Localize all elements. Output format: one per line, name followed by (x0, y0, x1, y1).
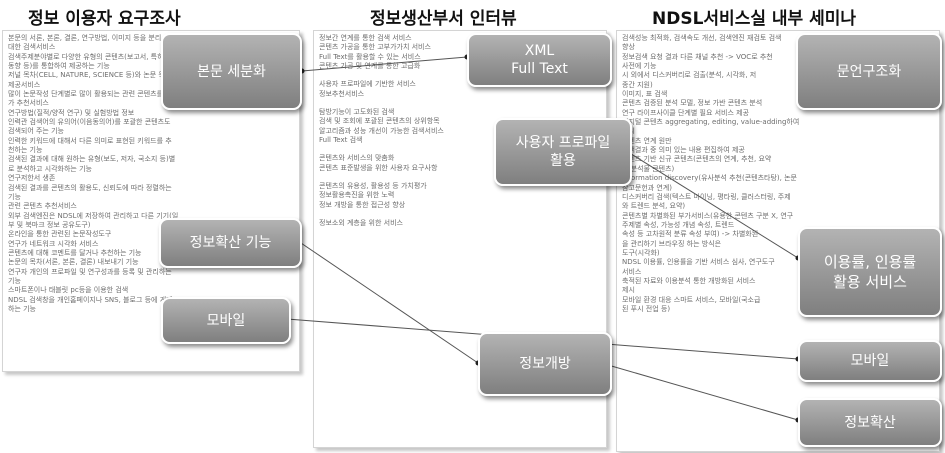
info-diffusion-box: 정보확산 (798, 398, 942, 447)
title-user-survey: 정보 이용자 요구조사 (28, 9, 181, 29)
user-profile-box: 사용자 프로파일 활용 (494, 118, 632, 186)
text-line: 제시 (622, 286, 635, 295)
text-line: 콘텐츠 표준발생을 위한 사용자 요구사항 (319, 163, 438, 172)
text-line: 콘텐츠 기반 신규 콘텐츠(콘텐츠의 연계, 추천, 요약 (622, 155, 772, 164)
text-line: 주제별 속성, 가능성 개념 속성, 트렌드 (622, 220, 735, 229)
text-line: 검색주제분야별로 다양한 유형의 콘텐츠(보고서, 특허, (8, 52, 166, 61)
text-line: Full Text 검색 (319, 136, 363, 145)
text-line: 모바일 환경 대응 스마트 서비스, 모바일(국소급 (622, 295, 761, 304)
text-line: 종간 지원) (622, 80, 653, 89)
text-line: 인력한 키워드에 대해서 다른 의미로 표현된 키워드를 추 (8, 136, 172, 145)
text-line: 관련 콘텐츠 추천서비스 (8, 202, 77, 211)
text-line: 와 트렌드 분석, 요약) (622, 202, 686, 211)
text-line: 을 관리하기 브라우징 하는 방식은 (622, 239, 722, 248)
text-line: 부 및 북마크 정보 공유도구) (8, 220, 91, 229)
text-line: 콘텐츠 연계 원만 (622, 136, 672, 145)
text-line: NDSL 검색창을 개인홈페이지나 SNS, 블로그 등에 게재 (8, 295, 173, 304)
link-body-to-xml (301, 56, 468, 72)
text-line: 이미지, 표 검색 (622, 90, 668, 99)
text-line: 검색되어 주는 기능 (8, 127, 64, 136)
text-line: 시 외에서 디스커버리로 검출(분석, 시각화, 저 (622, 71, 757, 80)
text-line: 스마트폰이나 태블릿 pc등을 이용한 검색 (8, 286, 129, 295)
text-line: 검색된 결과를 콘텐츠의 활용도, 신뢰도에 따라 정렬하는 (8, 183, 172, 192)
text-line: 연구 라이프사이클 단계별 필요 서비스 제공 (622, 108, 750, 117)
mobile-box-right: 모바일 (798, 340, 942, 382)
text-line: 연구자 개인의 프로파일 및 연구성과를 등록 및 관리하는 (8, 267, 172, 276)
text-line: 된 푸시 전업 등) (622, 304, 671, 313)
text-line: 정보소외 계층을 위한 서비스 (319, 219, 403, 228)
text-line: 온라인을 통한 관련된 논문작성도구 (8, 230, 112, 239)
text-line: 참고문헌과 연계) (622, 183, 673, 192)
text-line: 외부 검색엔진은 NDSL에 저장하여 관리하고 다른 기기(일 (8, 211, 179, 220)
text-line: 연구저한서 생존 (8, 174, 56, 183)
usage-citation-service-box: 이용률, 인용률 활용 서비스 (798, 227, 942, 317)
text-line: 논문의 목차(서론, 본론, 결론) 내보내기 기능 (8, 258, 139, 267)
text-line: 사용자 프로파일에 기반한 서비스 (319, 80, 416, 89)
text-line: 콘텐츠별 차별화된 부가서비스(유용한 콘텐츠 구분 X, 연구 (622, 211, 794, 220)
text-line: 가 추천서비스 (8, 99, 49, 108)
text-line: 콘텐츠 가공 및 연계를 통한 고급화 (319, 62, 421, 71)
text-line: 로 분석하고 시각화하는 기능 (8, 164, 92, 173)
text-line: 정보검색 요청 결과 다른 채널 추천 -> VOC로 추천 (622, 52, 773, 61)
mobile-box-left: 모바일 (161, 297, 291, 344)
xml-full-text-box: XML Full Text (467, 33, 612, 87)
text-line: 인력관 검색어의 유의어(이음동의어)를 포괄한 콘텐츠도 (8, 118, 171, 127)
text-line: 속성 등 고차원적 분류 속성 부여) -> 차별화된 (622, 230, 759, 239)
doc-structuring-box: 문언구조화 (796, 33, 942, 110)
text-line: 동향 등)를 통합하여 제공하는 기능 (8, 62, 110, 71)
text-line: 정보 개방을 통한 접근성 향상 (319, 200, 406, 209)
text-line: Full Text를 활용할 수 있는 서비스 (319, 52, 421, 61)
open-information-box: 정보개방 (478, 332, 612, 396)
text-line: 대한 검색서비스 (8, 43, 56, 52)
text-line: 검색결과 중 의미 있는 내용 편집하여 제공 (622, 146, 745, 155)
text-line: 디스커버리 검색(텍스트 마이닝, 평타링, 클러스터링, 주제 (622, 192, 791, 201)
text-line: 하는 기능 (8, 304, 36, 313)
link-diffusion-function-to-open (297, 240, 479, 364)
text-line: 기능 (8, 192, 21, 201)
text-line: 탐방기능이 고도화된 검색 (319, 108, 395, 117)
text-line: 기능 (8, 276, 21, 285)
text-line: 도구(시각화) (622, 248, 660, 257)
title-producer-interview: 정보생산부서 인터뷰 (370, 9, 517, 29)
text-line: 콘텐츠 검증된 분석 모델, 정보 가반 콘텐츠 분석 (622, 99, 763, 108)
text-line: 검색된 결과에 대해 원하는 유형(보도, 저자, 국소지 등)별 (8, 155, 176, 164)
text-line: 콘텐츠에 대해 코멘트를 달거나 추천하는 기능 (8, 248, 142, 257)
link-open-to-diffusion (607, 364, 799, 421)
text-line: 콘텐츠와 서비스의 맞춤화 (319, 154, 395, 163)
text-line: 저널 목차(CELL, NATURE, SCIENCE 등)와 논문 목록 (8, 71, 172, 80)
text-line: Information discovery(유사분석 추천(콘텐츠타탕), 논문 (622, 174, 797, 183)
text-line: 연구방법(질적/양적 연구) 및 실험방법 정보 (8, 108, 135, 117)
text-line: 본문의 서론, 본론, 결론, 연구방법, 이미지 등을 분리 (8, 34, 162, 42)
text-line: 정보간 연계를 통한 검색 서비스 (319, 34, 412, 42)
text-line: 및 분석물 콘텐츠) (622, 164, 675, 173)
text-line: 천하는 기능 (8, 146, 43, 155)
title-internal-seminar: NDSL서비스실 내부 세미나 (652, 9, 857, 29)
text-line: 제공서비스 (8, 80, 41, 89)
body-segmentation-box: 본문 세분화 (161, 33, 302, 110)
text-line: 알고리즘과 성능 개선이 가능한 검색서비스 (319, 126, 444, 135)
text-line: 많이 논문작성 단계별로 많이 활용되는 관련 콘텐츠를 (8, 90, 164, 99)
text-line: 콘텐츠의 유용성, 활용성 등 가치평가 (319, 182, 427, 191)
text-line: 정보활용촉진을 위한 노력 (319, 191, 395, 200)
text-line: 연구가 네트워크 시각화 서비스 (8, 239, 99, 248)
text-line: 검색성능 최적화, 검색속도 개선, 검색엔진 재검토 검색 (622, 34, 782, 42)
text-line: 콘텐츠 가공을 통한 고부가가치 서비스 (319, 43, 431, 52)
text-line: 향상 (622, 43, 635, 52)
text-line: 축적된 자료와 이용분석 통한 개방화된 서비스 (622, 276, 756, 285)
info-diffusion-function-box: 정보확산 기능 (159, 218, 302, 268)
link-profile-to-usage (627, 151, 799, 259)
text-line: 정보추천서비스 (319, 89, 365, 98)
text-line: 검색 및 조회에 포괄된 콘텐츠의 상위항목 (319, 117, 440, 126)
text-line: NDSL 이용률, 인용률을 기반 서비스 심사, 연구도구 (622, 258, 775, 267)
text-line: 사전에 기능 (622, 62, 657, 71)
text-line: 서비스 (622, 267, 642, 276)
text-line: 디지털 콘텐츠 aggregating, editing, value-addi… (622, 118, 800, 127)
